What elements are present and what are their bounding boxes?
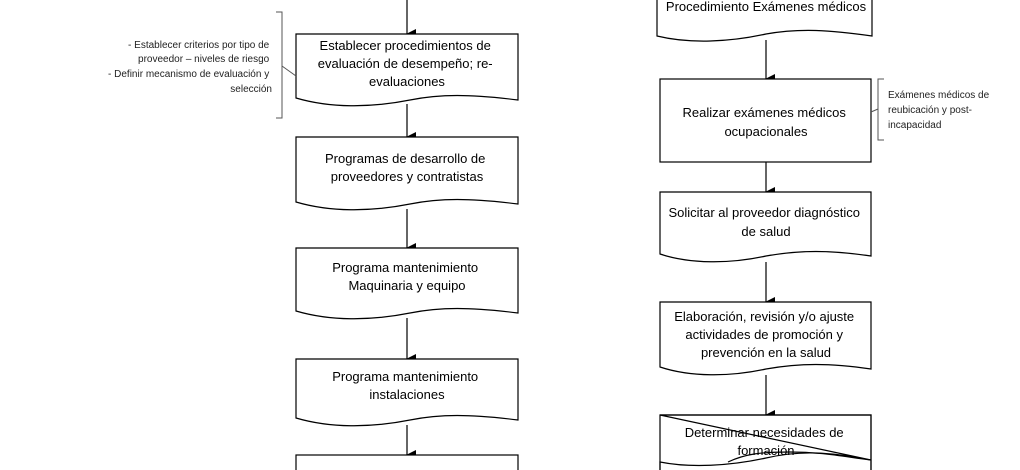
box-text: Establecer procedimientos de evaluación … — [318, 38, 497, 89]
document-shape-mantenimiento-maquinaria — [295, 247, 519, 320]
annotation-bracket — [276, 11, 283, 119]
box-text: Procedimiento Exámenes médicos — [666, 0, 867, 14]
box-text: Programas de desarrollo de proveedores y… — [325, 151, 489, 184]
box-text: Elaboración, revisión y/o ajuste activid… — [674, 309, 858, 360]
process-box-examenes-ocupacionales — [659, 78, 872, 163]
annotation-text: - Establecer criterios por tipo de prove… — [108, 40, 272, 95]
partial-box — [295, 454, 519, 470]
annotation-connector — [281, 65, 297, 77]
document-shape-mantenimiento-instalaciones — [295, 358, 519, 427]
annotation-connector — [870, 108, 879, 113]
document-shape-diagnostico-salud — [659, 191, 872, 263]
document-shape-necesidades-formacion — [659, 414, 872, 470]
document-wave — [727, 451, 872, 463]
annotation-bracket — [877, 78, 884, 141]
document-shape-evaluacion — [295, 33, 519, 107]
box-text: Solicitar al proveedor diagnóstico de sa… — [668, 205, 863, 239]
box-text: Programa mantenimiento Maquinaria y equi… — [332, 260, 482, 293]
document-shape-procedimiento-examenes — [656, 0, 873, 42]
box-text: Determinar necesidades de formación — [685, 425, 848, 458]
left-column: Establecer procedimientos de evaluación … — [108, 0, 519, 470]
right-column: Procedimiento Exámenes médicos Realizar … — [656, 0, 992, 470]
annotation-text: Exámenes médicos de reubicación y post- … — [888, 90, 992, 131]
box-text: Programa mantenimiento instalaciones — [332, 369, 482, 402]
document-shape-promocion-prevencion — [659, 301, 872, 376]
document-shape-desarrollo-proveedores — [295, 136, 519, 211]
box-text: Realizar exámenes médicos ocupacionales — [683, 105, 850, 139]
